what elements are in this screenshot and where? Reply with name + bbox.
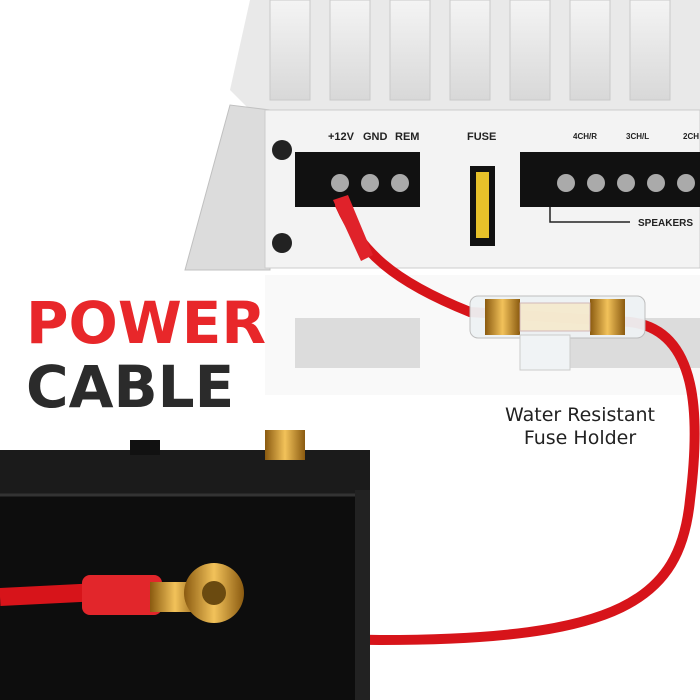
label-3ch: 3CH/L [626,132,649,141]
label-gnd: GND [363,131,388,143]
label-rem: REM [395,131,419,143]
cable-boot [82,575,162,615]
amplifier: +12V GND REM FUSE 4CH/R 3CH/L 2CH SPEAKE… [184,0,700,395]
headline-cable: CABLE [26,353,235,421]
callout-line-1: Water Resistant [505,404,655,426]
label-12v: +12V [328,131,355,143]
fuse-holder-callout: Water Resistant Fuse Holder [470,404,690,450]
battery [0,430,370,700]
ring-terminal [150,563,244,623]
headline-power: POWER [26,289,267,357]
fuse-holder [469,295,646,371]
callout-line-2: Fuse Holder [523,427,637,449]
label-4ch: 4CH/R [573,132,597,141]
label-fuse: FUSE [467,131,496,143]
label-2ch: 2CH [683,132,699,141]
label-speakers: SPEAKERS [638,218,693,229]
